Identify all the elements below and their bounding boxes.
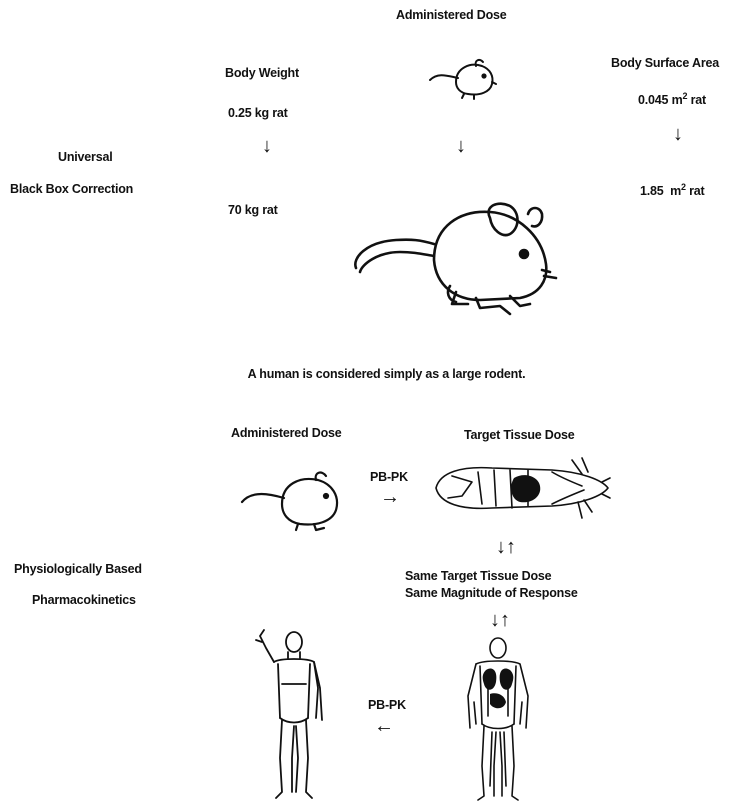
pharmacokinetics-label: Pharmacokinetics: [32, 593, 136, 607]
human-figure-illustration: [252, 628, 332, 800]
bsa-rat-value: 0.045 m2 rat: [638, 91, 706, 107]
dissected-rat-illustration: [432, 452, 612, 524]
body-weight-human-value: 70 kg rat: [228, 203, 278, 217]
same-magnitude-of-response-label: Same Magnitude of Response: [405, 586, 578, 600]
large-rat-illustration: [350, 200, 560, 318]
bsa-human-value: 1.85 m2 rat: [640, 182, 704, 198]
upper-updown-arrows: ↓↑: [496, 537, 516, 557]
pbpk-left-arrow: ←: [374, 716, 394, 736]
small-rat-illustration: [428, 58, 498, 100]
bottom-small-rat-illustration: [240, 470, 344, 532]
universal-label: Universal: [58, 150, 112, 164]
bsa-down-arrow: ↓: [673, 124, 683, 144]
top-administered-dose-label: Administered Dose: [396, 8, 507, 22]
body-surface-area-label: Body Surface Area: [611, 56, 719, 70]
top-center-down-arrow: ↓: [456, 136, 466, 156]
body-weight-down-arrow: ↓: [262, 136, 272, 156]
target-tissue-dose-label: Target Tissue Dose: [464, 428, 575, 442]
top-caption: A human is considered simply as a large …: [0, 367, 743, 381]
pbpk-right-arrow: →: [380, 487, 400, 507]
lower-updown-arrows: ↓↑: [490, 610, 510, 630]
same-target-tissue-dose-label: Same Target Tissue Dose: [405, 569, 551, 583]
human-anatomy-illustration: [462, 636, 534, 802]
pbpk-label-bottom: PB-PK: [368, 698, 406, 712]
bottom-administered-dose-label: Administered Dose: [231, 426, 342, 440]
physiologically-based-label: Physiologically Based: [14, 562, 142, 576]
pbpk-label-top: PB-PK: [370, 470, 408, 484]
body-weight-rat-value: 0.25 kg rat: [228, 106, 288, 120]
body-weight-label: Body Weight: [225, 66, 299, 80]
black-box-correction-label: Black Box Correction: [10, 182, 133, 196]
